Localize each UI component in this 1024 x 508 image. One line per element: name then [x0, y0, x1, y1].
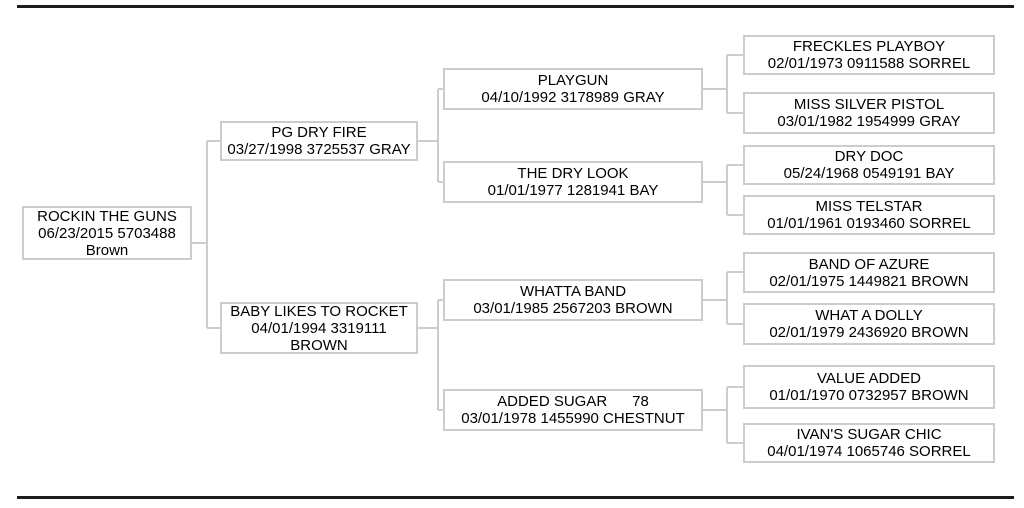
pedigree-node-dam-dam-sire[interactable]: VALUE ADDED 01/01/1970 0732957 BROWN [743, 365, 995, 409]
horse-name: PLAYGUN [537, 72, 609, 89]
horse-details: 04/10/1992 3178989 GRAY [481, 89, 665, 106]
horse-name: VALUE ADDED [817, 370, 921, 387]
top-divider [17, 5, 1014, 8]
horse-name: IVAN'S SUGAR CHIC [796, 426, 942, 443]
horse-details: 02/01/1973 0911588 SORREL [767, 55, 971, 72]
connector-dam-sire-parents [703, 271, 743, 325]
horse-name: FRECKLES PLAYBOY [792, 38, 946, 55]
pedigree-node-dam-sire-sire[interactable]: BAND OF AZURE 02/01/1975 1449821 BROWN [743, 252, 995, 293]
pedigree-node-sire-dam[interactable]: THE DRY LOOK 01/01/1977 1281941 BAY [443, 161, 703, 203]
horse-name: DRY DOC [834, 148, 904, 165]
horse-name: MISS TELSTAR [815, 198, 923, 215]
connector-dam-dam-parents [703, 386, 743, 444]
horse-details: 01/01/1977 1281941 BAY [487, 182, 659, 199]
horse-name: MISS SILVER PISTOL [793, 96, 945, 113]
pedigree-node-sire[interactable]: PG DRY FIRE 03/27/1998 3725537 GRAY [220, 121, 418, 161]
pedigree-node-subject[interactable]: ROCKIN THE GUNS 06/23/2015 5703488 Brown [22, 206, 192, 260]
horse-name: WHATTA BAND [519, 283, 627, 300]
connector-dam-parents [418, 299, 443, 411]
horse-color: BROWN [290, 336, 348, 354]
horse-name: BAND OF AZURE [808, 255, 930, 273]
horse-details: 06/23/2015 5703488 [38, 224, 176, 242]
horse-details: 05/24/1968 0549191 BAY [783, 165, 955, 182]
pedigree-node-dam-sire[interactable]: WHATTA BAND 03/01/1985 2567203 BROWN [443, 279, 703, 321]
horse-details: 03/01/1982 1954999 GRAY [777, 113, 961, 130]
horse-details: 03/01/1978 1455990 CHESTNUT [461, 410, 685, 427]
pedigree-node-sire-dam-dam[interactable]: MISS TELSTAR 01/01/1961 0193460 SORREL [743, 195, 995, 235]
horse-details: 03/01/1985 2567203 BROWN [473, 300, 673, 317]
pedigree-node-sire-sire-sire[interactable]: FRECKLES PLAYBOY 02/01/1973 0911588 SORR… [743, 35, 995, 75]
horse-name: BABY LIKES TO ROCKET [230, 302, 408, 320]
horse-color: Brown [85, 241, 129, 259]
pedigree-node-dam-dam[interactable]: ADDED SUGAR 78 03/01/1978 1455990 CHESTN… [443, 389, 703, 431]
pedigree-node-dam[interactable]: BABY LIKES TO ROCKET 04/01/1994 3319111 … [220, 302, 418, 354]
connector-sire-sire-parents [703, 54, 743, 114]
horse-name: THE DRY LOOK [517, 165, 629, 182]
horse-name: WHAT A DOLLY [815, 307, 923, 324]
pedigree-node-dam-sire-dam[interactable]: WHAT A DOLLY 02/01/1979 2436920 BROWN [743, 303, 995, 345]
pedigree-node-dam-dam-dam[interactable]: IVAN'S SUGAR CHIC 04/01/1974 1065746 SOR… [743, 423, 995, 463]
connector-sire-dam-parents [703, 164, 743, 216]
pedigree-node-sire-sire-dam[interactable]: MISS SILVER PISTOL 03/01/1982 1954999 GR… [743, 92, 995, 134]
horse-name: ROCKIN THE GUNS [37, 207, 177, 225]
pedigree-node-sire-dam-sire[interactable]: DRY DOC 05/24/1968 0549191 BAY [743, 145, 995, 185]
horse-name: PG DRY FIRE [271, 124, 367, 141]
horse-details: 01/01/1970 0732957 BROWN [769, 387, 969, 404]
horse-details: 02/01/1975 1449821 BROWN [769, 272, 969, 290]
connector-subject-parents [192, 140, 220, 329]
horse-details: 01/01/1961 0193460 SORREL [767, 215, 971, 232]
horse-details: 04/01/1994 3319111 [251, 319, 387, 337]
horse-name: ADDED SUGAR 78 [497, 393, 649, 410]
horse-details: 04/01/1974 1065746 SORREL [767, 443, 971, 460]
connector-sire-parents [418, 88, 443, 183]
horse-details: 02/01/1979 2436920 BROWN [769, 324, 969, 341]
pedigree-node-sire-sire[interactable]: PLAYGUN 04/10/1992 3178989 GRAY [443, 68, 703, 110]
bottom-divider [17, 496, 1014, 499]
horse-details: 03/27/1998 3725537 GRAY [227, 141, 411, 158]
